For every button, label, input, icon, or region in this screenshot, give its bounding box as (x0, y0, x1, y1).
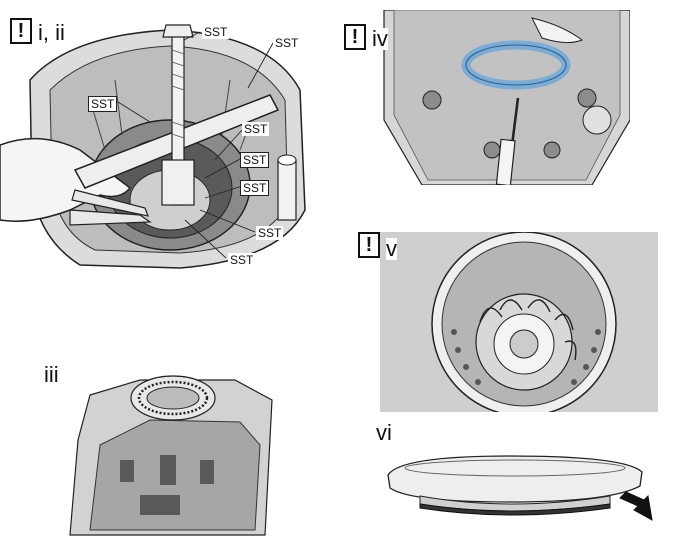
step-label-iv: iv (372, 26, 388, 51)
piston-seal-illustration (387, 455, 653, 521)
warning-icon: ! (358, 232, 380, 258)
step-label-i-ii: i, ii (38, 20, 65, 45)
panel-step-iv: ! iv (342, 10, 630, 185)
clutch-pack-illustration (380, 232, 658, 412)
oring-install-illustration (383, 10, 630, 185)
panel-step-iii: iii (40, 360, 285, 540)
sst-callout-3: SST (88, 96, 118, 112)
step-label-v: v (386, 236, 397, 261)
sst-callout-5: SST (240, 152, 270, 168)
step-label-iii: iii (44, 362, 59, 387)
arrow-icon (619, 491, 653, 521)
sst-callout-4: SST (242, 122, 270, 136)
step-label-vi: vi (376, 420, 392, 445)
panel-step-v: ! v (350, 232, 658, 412)
panel-step-i-ii: ! i, ii SST SST SST SST SST SST SST SST (0, 10, 340, 275)
warning-icon: ! (344, 24, 366, 50)
transmission-case-illustration (69, 375, 273, 536)
sst-callout-6: SST (240, 180, 270, 196)
sst-callout-1: SST (202, 25, 230, 39)
sst-callout-7: SST (256, 226, 284, 240)
panel-step-vi: vi (360, 420, 665, 540)
sst-callout-8: SST (228, 253, 256, 267)
warning-icon: ! (10, 18, 32, 44)
sst-callout-2: SST (273, 36, 301, 50)
